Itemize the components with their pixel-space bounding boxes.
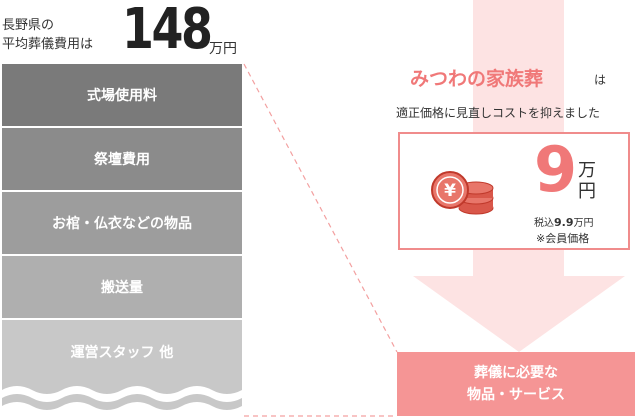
yen-symbol: ¥ bbox=[444, 181, 456, 201]
subtitle: 適正価格に見直しコストを抑えました bbox=[396, 106, 601, 120]
yen-coins-icon: ¥ bbox=[431, 171, 494, 215]
price-value: 9 bbox=[534, 133, 578, 206]
cost-item-altar: 祭壇費用 bbox=[2, 128, 242, 190]
cost-item-venue: 式場使用料 bbox=[2, 64, 242, 126]
brand-name: みつわの家族葬 bbox=[410, 68, 544, 90]
included-items-box: 葬儀に必要な 物品・サービス bbox=[397, 352, 635, 416]
price-unit: 万 円 bbox=[578, 160, 596, 202]
heading-line-2: 平均葬儀費用は bbox=[2, 37, 94, 52]
member-price-note: ※会員価格 bbox=[536, 232, 590, 245]
heading-line-1: 長野県の bbox=[2, 18, 55, 33]
average-cost-unit: 万円 bbox=[209, 41, 237, 57]
tax-included-price: 税込9.9万円 bbox=[534, 216, 594, 229]
average-cost-label: 長野県の 平均葬儀費用は bbox=[2, 16, 93, 54]
cost-breakdown-stack: 式場使用料 祭壇費用 お棺・仏衣などの物品 搬送量 運営スタッフ 他 bbox=[2, 64, 242, 418]
brand-particle: は bbox=[594, 73, 607, 87]
cost-item-coffin: お棺・仏衣などの物品 bbox=[2, 192, 242, 254]
needs-line-2: 物品・サービス bbox=[467, 387, 565, 403]
cost-item-transport: 搬送量 bbox=[2, 256, 242, 318]
average-cost-value: 148 bbox=[122, 0, 213, 62]
needs-line-1: 葬儀に必要な bbox=[474, 365, 558, 381]
wavy-cut-edge bbox=[2, 386, 242, 418]
